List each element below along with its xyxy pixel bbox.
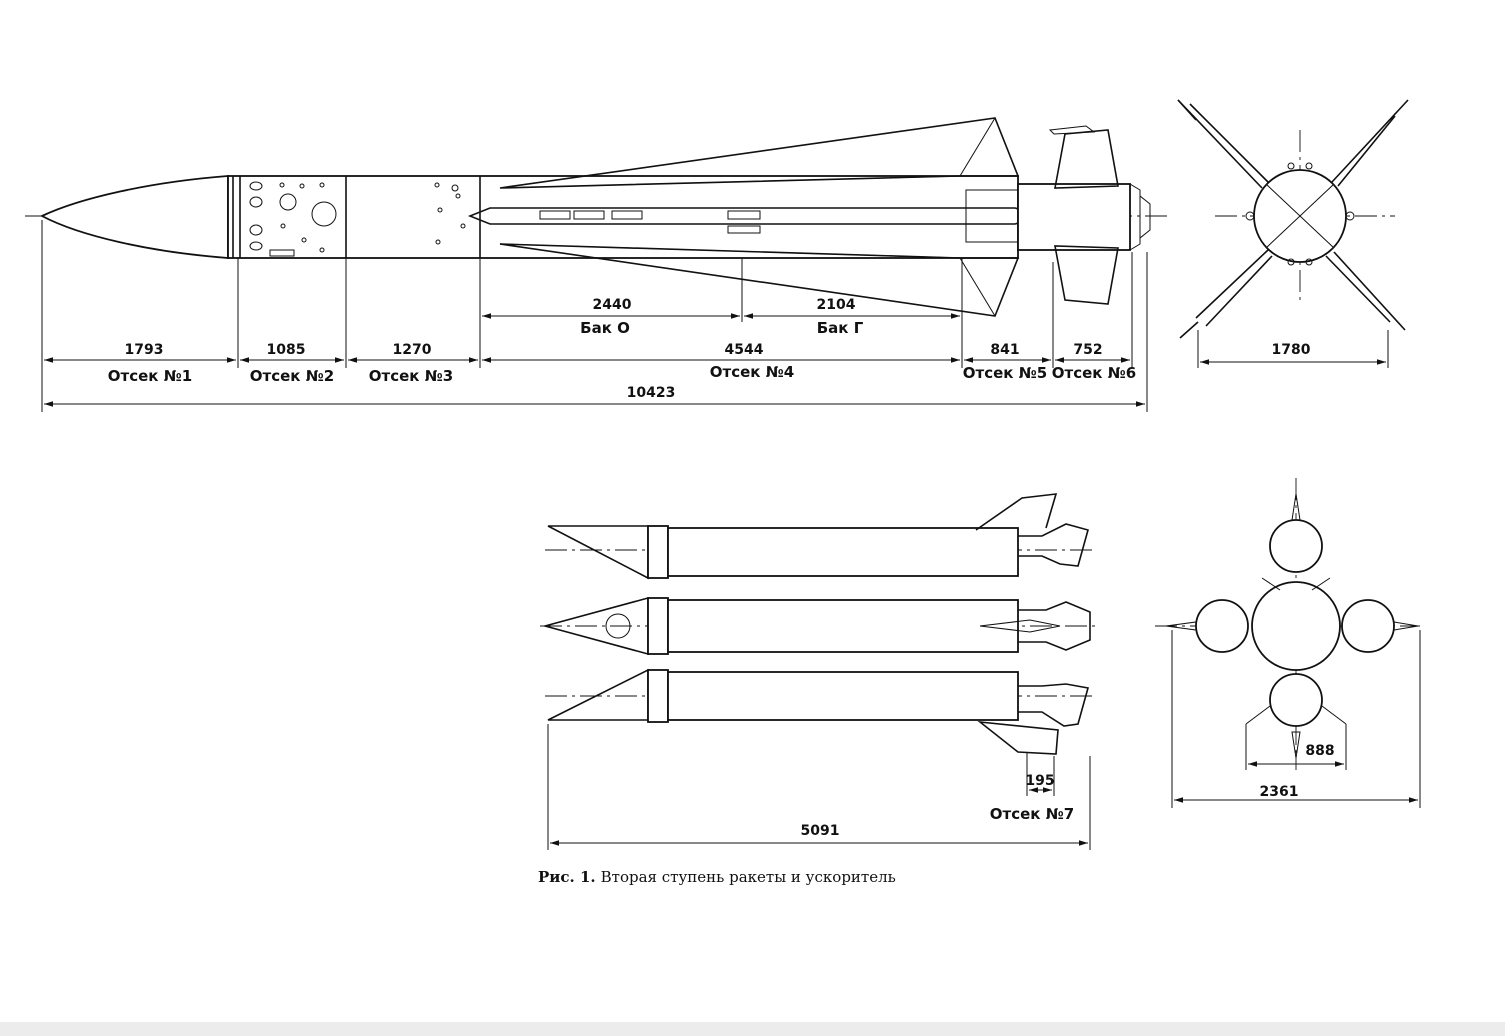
bottom-strip — [0, 1022, 1505, 1036]
compartment-2-label: Отсек №2 — [250, 367, 334, 385]
rudder-lower — [1054, 245, 1119, 305]
nose-cone — [39, 175, 229, 259]
fuselage — [227, 175, 1019, 259]
booster-top — [1269, 519, 1323, 573]
fin-ul — [1177, 99, 1269, 189]
second-stage-side-view: 2440 Бак О 2104 Бак Г 1793 Отсек №1 1085… — [25, 117, 1170, 412]
fin-ur — [1331, 99, 1409, 187]
compartment-3-label: Отсек №3 — [369, 367, 453, 385]
booster-left — [1195, 599, 1249, 653]
tank-o-label: Бак О — [580, 319, 630, 337]
booster-compartment-length: 195 — [1025, 773, 1054, 789]
compartment-1-label: Отсек №1 — [108, 367, 192, 385]
tank-o-length: 2440 — [593, 297, 632, 313]
booster-bottom — [1269, 673, 1323, 727]
compartment-4-length: 4544 — [725, 342, 764, 358]
compartment-6-label: Отсек №6 — [1052, 364, 1136, 382]
compartment-4-label: Отсек №4 — [710, 363, 794, 381]
compartment-1-length: 1793 — [125, 342, 164, 358]
compartment-2-length: 1085 — [267, 342, 306, 358]
rudder-upper — [1054, 129, 1119, 189]
booster-compartment-label: Отсек №7 — [990, 805, 1074, 823]
figure-caption: Рис. 1.Вторая ступень ракеты и ускорител… — [538, 868, 896, 886]
booster-end-view: 888 2361 — [1155, 478, 1421, 808]
fin-lr — [1325, 251, 1406, 331]
compartment-5-length: 841 — [990, 342, 1019, 358]
tank-g-length: 2104 — [817, 297, 856, 313]
booster-length: 5091 — [801, 823, 840, 839]
total-length: 10423 — [627, 385, 676, 401]
compartment-6-length: 752 — [1073, 342, 1102, 358]
tank-g-label: Бак Г — [817, 319, 864, 337]
compartment-5-label: Отсек №5 — [963, 364, 1047, 382]
fin-ll — [1195, 249, 1273, 327]
booster-side-view: 195 Отсек №7 5091 — [540, 493, 1100, 850]
span-dimension: 1780 — [1272, 342, 1311, 358]
booster-right — [1341, 599, 1395, 653]
compartment-3-length: 1270 — [393, 342, 432, 358]
booster-end-outer: 2361 — [1260, 784, 1299, 800]
second-stage-end-view: 1780 — [1177, 99, 1409, 368]
booster-end-inner: 888 — [1305, 743, 1334, 759]
